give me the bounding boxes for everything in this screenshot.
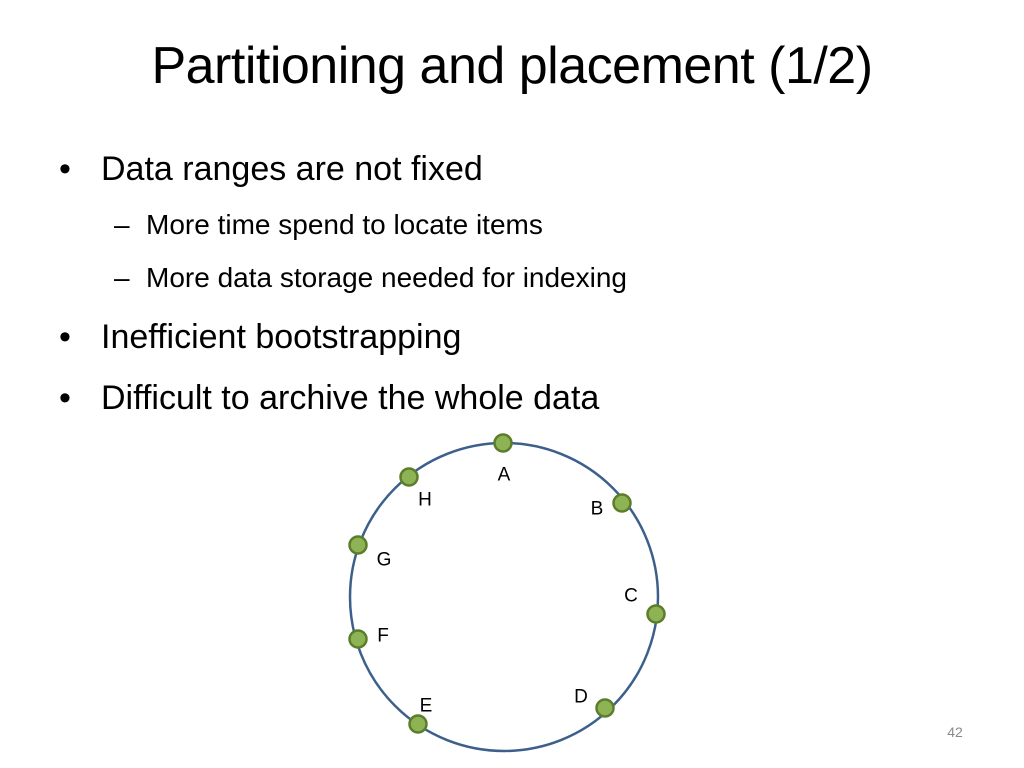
ring-node-c <box>646 604 666 624</box>
ring-node-label-c: C <box>624 586 638 607</box>
ring-node-a <box>493 433 513 453</box>
bullet-marker: • <box>59 150 71 188</box>
ring-nodes: A B C D E F G H <box>348 433 666 734</box>
bullet-archive: • Difficult to archive the whole data <box>59 378 600 418</box>
ring-node-f <box>348 629 368 649</box>
ring-node-b <box>612 493 632 513</box>
ring-node-g <box>348 535 368 555</box>
bullet-bootstrapping: • Inefficient bootstrapping <box>59 317 462 357</box>
ring-node-label-b: B <box>591 499 604 520</box>
ring-node-h <box>399 467 419 487</box>
bullet-marker: • <box>59 318 71 356</box>
subbullet-text: More data storage needed for indexing <box>146 262 627 293</box>
subbullet-marker: – <box>114 262 130 293</box>
ring-node-d <box>595 698 615 718</box>
bullet-marker: • <box>59 379 71 417</box>
bullet-text: Data ranges are not fixed <box>101 150 483 188</box>
subbullet-indexing-storage: – More data storage needed for indexing <box>114 261 627 295</box>
bullet-text: Difficult to archive the whole data <box>101 379 600 417</box>
ring-node-label-e: E <box>420 696 433 717</box>
subbullet-marker: – <box>114 209 130 240</box>
slide-title: Partitioning and placement (1/2) <box>151 37 873 95</box>
ring-node-label-h: H <box>418 490 432 511</box>
subbullet-text: More time spend to locate items <box>146 209 543 240</box>
ring-node-label-a: A <box>498 465 511 486</box>
ring-node-label-f: F <box>377 626 389 647</box>
bullet-text: Inefficient bootstrapping <box>101 318 462 356</box>
ring-node-label-g: G <box>377 550 392 571</box>
ring-node-e <box>408 714 428 734</box>
subbullet-locate-items: – More time spend to locate items <box>114 208 543 242</box>
ring-node-label-d: D <box>574 687 588 708</box>
page-number: 42 <box>947 724 963 740</box>
bullet-data-ranges: • Data ranges are not fixed <box>59 149 483 189</box>
